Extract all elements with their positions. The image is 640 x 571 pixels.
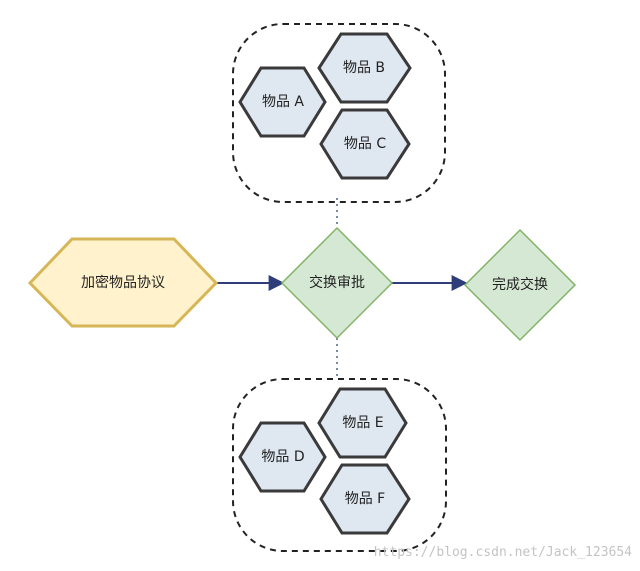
item-d-label: 物品 D	[261, 449, 304, 465]
bottom-item-group	[232, 378, 447, 552]
item-b-node: 物品 B	[317, 32, 412, 104]
approval-node: 交换审批	[280, 226, 394, 340]
item-b-hexagon	[317, 32, 412, 104]
watermark-text: https://blog.csdn.net/Jack_123654	[374, 545, 632, 560]
item-e-node: 物品 E	[317, 387, 408, 459]
item-d-node: 物品 D	[238, 421, 327, 493]
complete-diamond	[463, 228, 577, 342]
top-item-group	[232, 23, 446, 203]
protocol-label: 加密物品协议	[81, 274, 165, 291]
protocol-hexagon	[27, 237, 219, 328]
item-e-hexagon	[317, 387, 408, 459]
item-c-node: 物品 C	[319, 108, 411, 180]
item-e-label: 物品 E	[342, 415, 383, 431]
item-a-node: 物品 A	[238, 66, 327, 138]
item-d-hexagon	[238, 421, 327, 493]
item-a-hexagon	[238, 66, 327, 138]
item-f-node: 物品 F	[319, 463, 411, 535]
item-a-label: 物品 A	[262, 94, 304, 110]
item-f-label: 物品 F	[345, 491, 386, 507]
item-c-label: 物品 C	[344, 136, 386, 152]
approval-label: 交换审批	[309, 274, 365, 291]
item-b-label: 物品 B	[343, 60, 385, 76]
protocol-node: 加密物品协议	[27, 237, 219, 328]
complete-label: 完成交换	[492, 276, 548, 293]
approval-diamond	[280, 226, 394, 340]
item-c-hexagon	[319, 108, 411, 180]
complete-node: 完成交换	[463, 228, 577, 342]
item-f-hexagon	[319, 463, 411, 535]
